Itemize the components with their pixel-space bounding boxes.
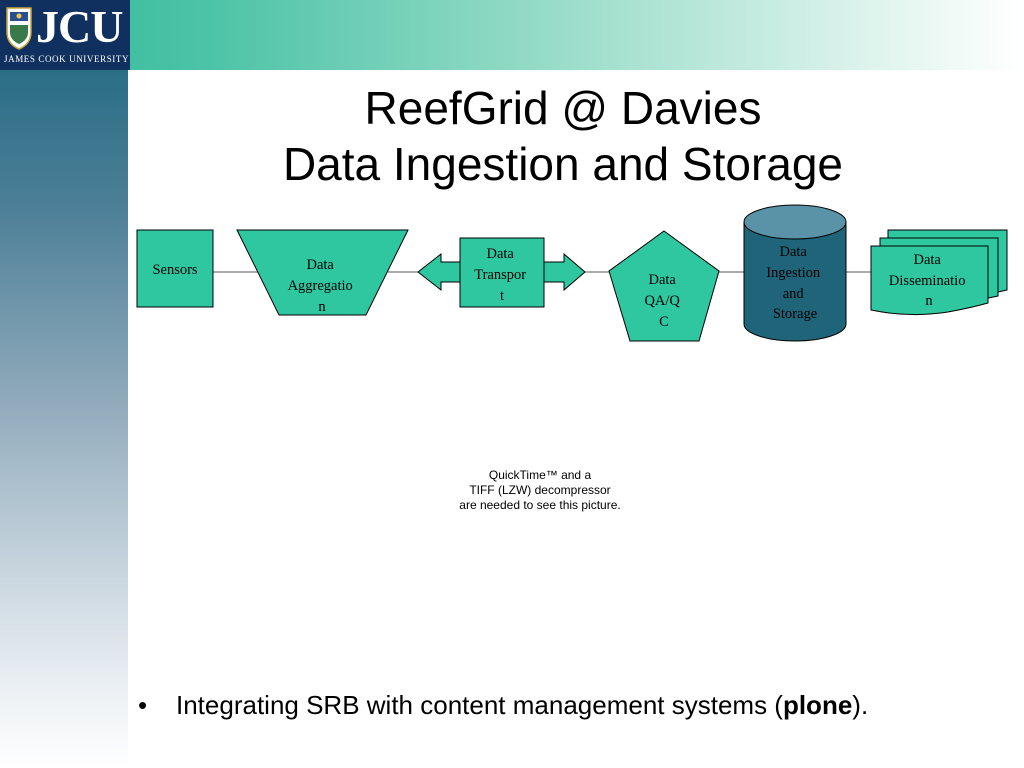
placeholder-line-1: QuickTime™ and a — [488, 468, 592, 482]
placeholder-line-3: are needed to see this picture. — [459, 498, 621, 512]
placeholder-line-2: TIFF (LZW) decompressor — [469, 483, 611, 497]
node-sensors-label: Sensors — [152, 262, 197, 278]
node-transport: Data Transpor t — [417, 237, 586, 308]
node-sensors: Sensors — [136, 229, 214, 308]
bullet-bold-text: plone — [782, 690, 853, 720]
node-storage: Data Ingestion and Storage — [743, 204, 847, 342]
missing-picture-placeholder: QuickTime™ and a TIFF (LZW) decompressor… — [400, 468, 680, 513]
title-line-1: ReefGrid @ Davies — [364, 82, 762, 134]
node-transport-label: Data Transpor t — [474, 246, 529, 304]
logo-mark: JCU — [36, 1, 123, 52]
bullet-tail: ). — [852, 690, 869, 720]
header-gradient-band — [0, 0, 1024, 70]
bullet-marker: • — [138, 690, 148, 720]
node-storage-label: Data Ingestion and Storage — [766, 244, 824, 322]
node-qaqc-label: Data QA/Q C — [644, 272, 683, 330]
bullet-text: Integrating SRB with content management … — [176, 690, 783, 720]
node-dissemination-label: Data Disseminatio n — [889, 252, 969, 309]
crest-icon — [6, 7, 32, 50]
node-aggregation-label: Data Aggregatio n — [288, 257, 357, 315]
sidebar-gradient-band — [0, 70, 128, 768]
node-dissemination: Data Disseminatio n — [870, 229, 1008, 316]
bullet-item: • Integrating SRB with content management… — [138, 690, 868, 721]
slide-title: ReefGrid @ Davies Data Ingestion and Sto… — [130, 80, 996, 192]
logo-university: James Cook University — [4, 54, 130, 64]
node-qaqc: Data QA/Q C — [608, 230, 720, 342]
title-line-2: Data Ingestion and Storage — [282, 138, 844, 190]
node-aggregation: Data Aggregatio n — [236, 229, 409, 316]
jcu-logo: JCU James Cook University — [0, 0, 130, 70]
